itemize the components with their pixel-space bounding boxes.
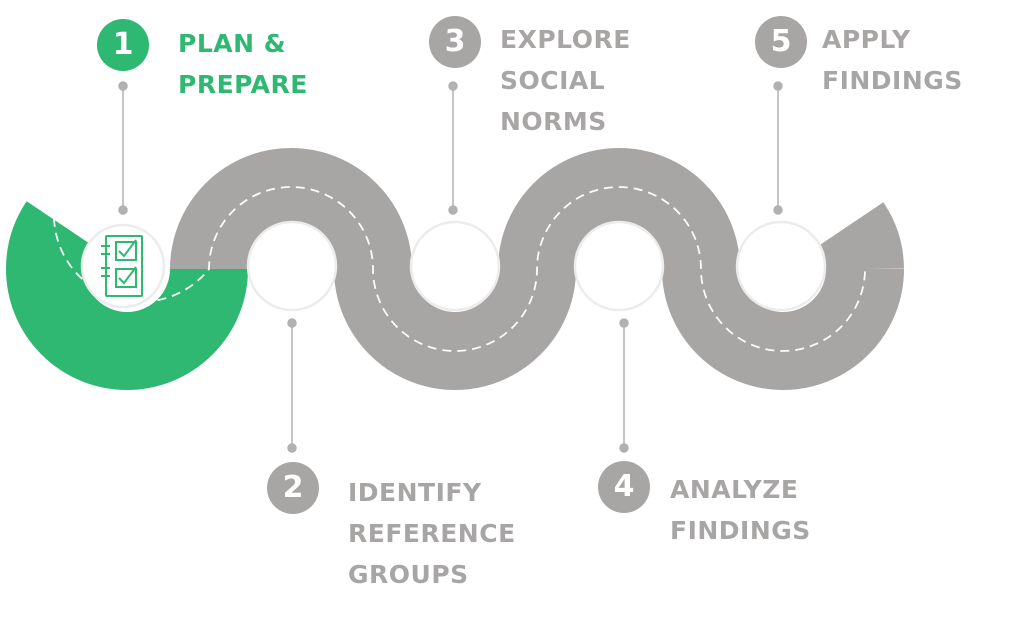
step-1-label-line-1: PLAN & [178,29,287,58]
step-2-label-line-3: GROUPS [348,560,469,589]
step-4-number-badge: 4 [598,461,650,513]
step-2-label: IDENTIFY REFERENCE GROUPS [348,472,516,595]
step-1-number-badge: 1 [97,19,149,71]
road [5,148,904,390]
step-1-label-line-2: PREPARE [178,70,308,99]
road-end [817,202,904,271]
step-2-number-badge: 2 [267,462,319,514]
step-3-number-badge: 3 [429,16,481,68]
step-3-label-line-2: SOCIAL [500,66,606,95]
step-5-number-badge: 5 [755,16,807,68]
checklist-icon [101,235,143,297]
road-center-dashes [53,186,866,352]
step-1-label: PLAN & PREPARE [178,23,308,105]
step-4-label-line-1: ANALYZE [670,475,799,504]
step-5-label: APPLY FINDINGS [822,19,963,101]
step-2-label-line-1: IDENTIFY [348,478,482,507]
step-4-label: ANALYZE FINDINGS [670,469,811,551]
step-3-label-line-3: NORMS [500,107,607,136]
step-4-label-line-2: FINDINGS [670,516,811,545]
step-5-label-line-1: APPLY [822,25,911,54]
step-5-label-line-2: FINDINGS [822,66,963,95]
step-3-label: EXPLORE SOCIAL NORMS [500,19,631,142]
connectors [118,81,783,453]
road-segment-completed [5,201,248,390]
step-2-label-line-2: REFERENCE [348,519,516,548]
step-3-label-line-1: EXPLORE [500,25,631,54]
